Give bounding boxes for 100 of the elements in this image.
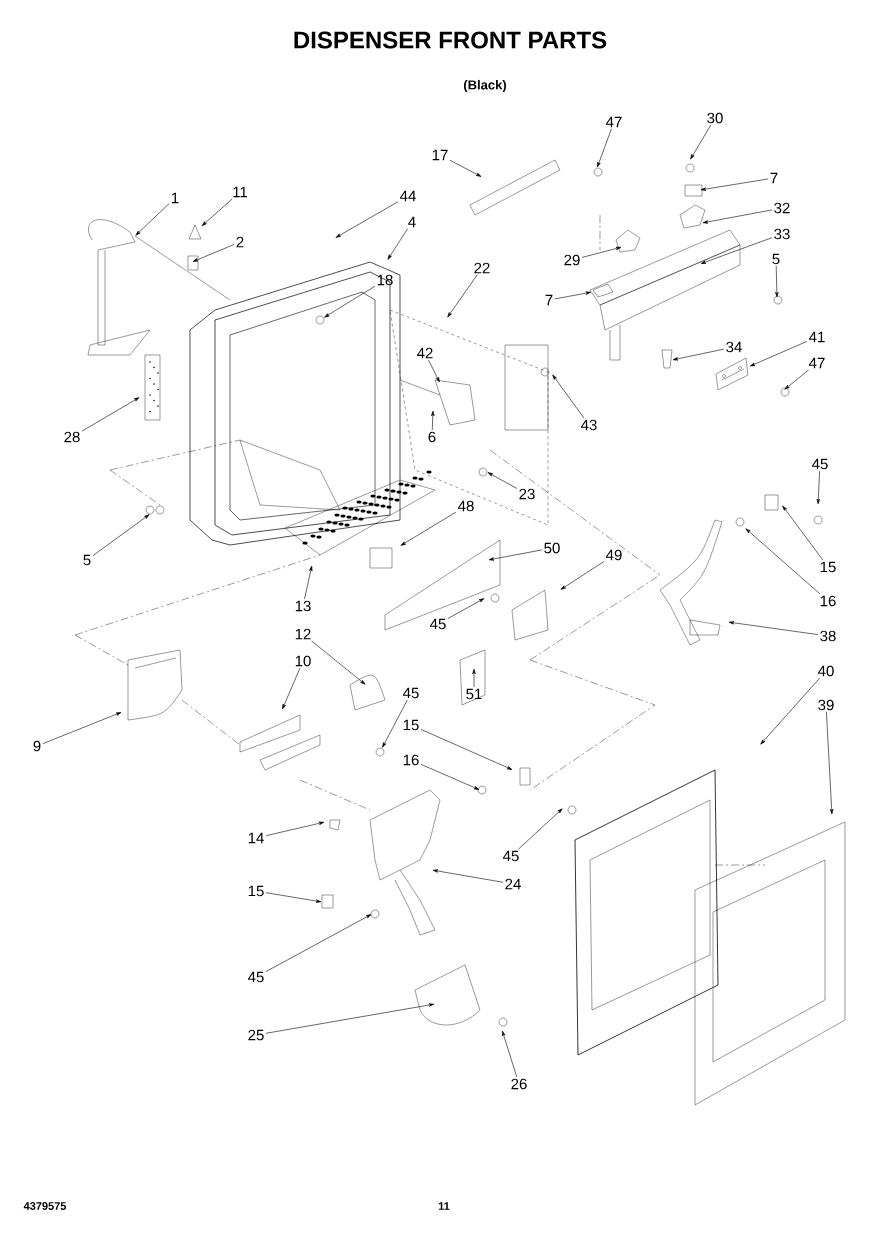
leader-line xyxy=(135,203,170,236)
leader-line xyxy=(42,712,122,744)
callout-number: 41 xyxy=(809,331,825,343)
subtitle: (Black) xyxy=(463,79,506,93)
callout-number: 51 xyxy=(466,688,482,700)
callout-number: 39 xyxy=(818,699,834,711)
leader-line xyxy=(382,699,408,748)
callout-number: 13 xyxy=(295,600,311,612)
leader-line xyxy=(760,677,821,745)
callout-number: 26 xyxy=(511,1078,527,1090)
leader-line xyxy=(81,397,140,432)
callout-number: 14 xyxy=(248,832,264,844)
leader-line xyxy=(728,621,819,635)
callout-number: 45 xyxy=(812,458,828,470)
callout-number: 30 xyxy=(707,112,723,124)
callout-number: 10 xyxy=(295,655,311,667)
leader-line xyxy=(201,198,233,227)
leader-line xyxy=(265,892,322,903)
callout-number: 16 xyxy=(820,595,836,607)
leader-line xyxy=(581,246,622,258)
callout-number: 1 xyxy=(171,192,179,204)
callout-number: 12 xyxy=(295,628,311,640)
callout-number: 50 xyxy=(544,542,560,554)
part-drawing xyxy=(715,357,749,391)
callout-number: 45 xyxy=(503,850,519,862)
leader-line xyxy=(775,265,779,298)
callout-number: 15 xyxy=(248,885,264,897)
leader-line xyxy=(420,764,480,790)
callout-number: 11 xyxy=(233,186,248,198)
callout-number: 47 xyxy=(809,357,825,369)
leader-line xyxy=(449,159,482,177)
leader-line xyxy=(192,244,235,262)
callout-number: 44 xyxy=(400,190,416,202)
leader-line xyxy=(400,511,457,546)
document-number: 4379575 xyxy=(23,1202,67,1210)
leader-line xyxy=(265,914,372,972)
callout-number: 6 xyxy=(428,431,436,443)
callout-number: 32 xyxy=(774,202,790,214)
leader-line xyxy=(420,729,513,770)
part-drawing xyxy=(188,224,202,240)
leader-line xyxy=(502,1030,518,1078)
title: DISPENSER FRONT PARTS xyxy=(294,31,607,49)
page-number: 11 xyxy=(438,1202,450,1210)
leader-line xyxy=(447,274,478,318)
leader-line xyxy=(518,808,563,850)
leader-line xyxy=(488,549,543,561)
leader-line xyxy=(431,410,435,431)
callout-number: 2 xyxy=(236,236,244,248)
leader-line xyxy=(745,528,821,595)
leader-line xyxy=(826,711,834,815)
leader-line xyxy=(672,348,725,361)
leader-line xyxy=(784,369,809,390)
callout-number: 24 xyxy=(505,878,521,890)
callout-number: 34 xyxy=(726,341,742,353)
callout-number: 47 xyxy=(606,116,622,128)
leader-line xyxy=(552,374,585,419)
callout-number: 22 xyxy=(474,262,490,274)
leader-line xyxy=(782,505,824,561)
callout-number: 43 xyxy=(581,419,597,431)
callout-number: 16 xyxy=(403,754,419,766)
callout-number: 17 xyxy=(432,149,448,161)
callout-number: 45 xyxy=(403,687,419,699)
callout-number: 29 xyxy=(564,254,580,266)
callout-number: 15 xyxy=(820,561,836,573)
callout-number: 45 xyxy=(430,618,446,630)
leader-line xyxy=(282,667,301,710)
leader-line xyxy=(92,514,150,556)
callout-number: 48 xyxy=(458,500,474,512)
callout-number: 5 xyxy=(83,554,91,566)
screw-drawing xyxy=(375,747,385,757)
callout-number: 25 xyxy=(248,1029,264,1041)
leader-line xyxy=(311,640,366,685)
leader-line xyxy=(447,598,485,619)
callout-number: 42 xyxy=(417,347,433,359)
callout-number: 40 xyxy=(818,665,834,677)
leader-line xyxy=(265,1003,435,1034)
callout-number: 38 xyxy=(820,630,836,642)
leader-line xyxy=(700,237,773,264)
leader-line xyxy=(702,209,773,224)
callout-number: 9 xyxy=(33,740,41,752)
leader-line xyxy=(304,565,313,600)
part-drawing xyxy=(189,261,401,546)
leader-line xyxy=(554,291,592,300)
leader-line xyxy=(690,124,712,160)
leader-line xyxy=(597,128,612,168)
callout-number: 28 xyxy=(64,431,80,443)
leader-line xyxy=(560,561,605,590)
leader-line xyxy=(487,472,518,489)
callout-number: 45 xyxy=(248,971,264,983)
leader-line xyxy=(816,470,820,505)
leader-line xyxy=(700,178,769,191)
leader-line xyxy=(335,201,399,238)
leader-line xyxy=(265,821,325,836)
leader-line xyxy=(472,668,476,688)
part-drawing xyxy=(592,283,614,298)
leader-line xyxy=(432,869,504,883)
leader-line xyxy=(387,228,408,260)
callout-number: 23 xyxy=(519,488,535,500)
leader-line xyxy=(428,359,440,383)
callout-number: 5 xyxy=(772,253,780,265)
